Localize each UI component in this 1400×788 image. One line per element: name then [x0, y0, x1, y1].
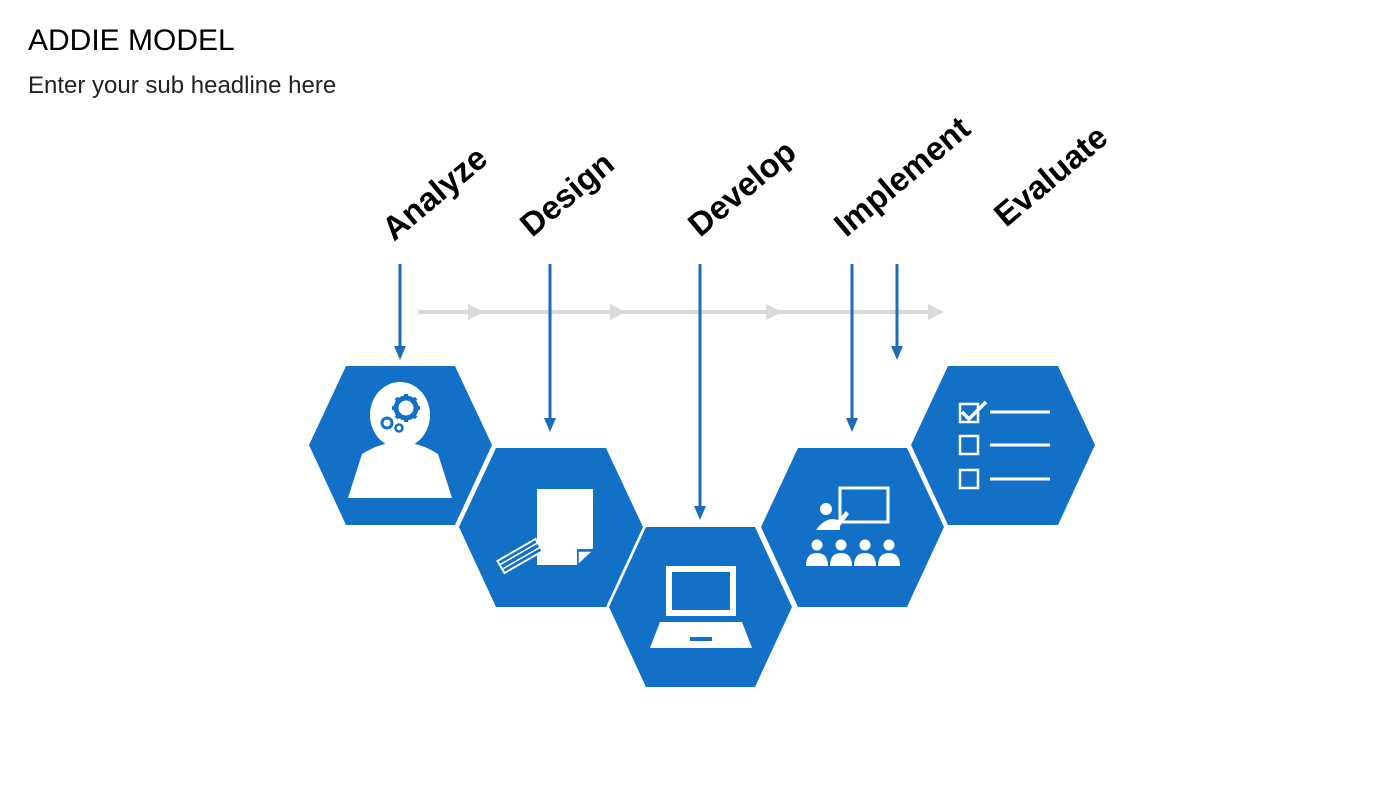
flow-line — [418, 304, 944, 320]
step-label-design: Design — [513, 144, 621, 243]
flow-arrowhead — [610, 304, 626, 320]
step-labels: Analyze Design Develop Implement Evaluat… — [375, 109, 1115, 247]
hex-evaluate — [911, 366, 1095, 525]
hex-analyze — [309, 366, 492, 525]
hex-implement — [761, 448, 944, 607]
document-pencil-icon — [496, 489, 595, 575]
step-arrows — [394, 264, 903, 520]
step-label-implement: Implement — [827, 109, 977, 243]
head-gears-icon — [348, 382, 452, 498]
hex-design — [459, 448, 643, 607]
teacher-audience-icon — [806, 486, 900, 566]
step-label-develop: Develop — [681, 133, 803, 244]
hex-develop — [609, 527, 792, 687]
flow-arrowhead — [468, 304, 484, 320]
flow-arrowhead — [766, 304, 782, 320]
slide-title: ADDIE MODEL — [28, 24, 235, 57]
step-label-analyze: Analyze — [375, 139, 494, 248]
hexagons — [309, 366, 1095, 687]
checklist-icon — [958, 400, 1050, 490]
step-label-evaluate: Evaluate — [987, 118, 1115, 234]
slide-subtitle: Enter your sub headline here — [28, 72, 337, 99]
flow-arrowhead — [928, 304, 944, 320]
laptop-icon — [650, 566, 752, 648]
